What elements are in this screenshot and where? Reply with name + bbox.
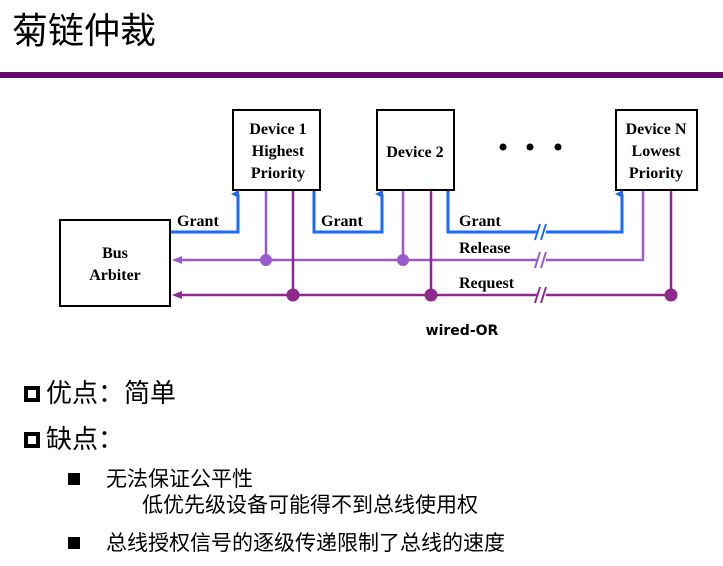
- ellipsis-dots: [499, 143, 562, 151]
- release-signal-line: [182, 191, 645, 262]
- pros-text: 优点：简单: [46, 379, 177, 409]
- device-n-box: Device N Lowest Priority: [615, 109, 698, 191]
- request-junction-dot: [424, 288, 438, 302]
- cons-subitem-text: 总线授权信号的逐级传递限制了总线的速度: [106, 531, 505, 555]
- cons-text: 缺点：: [46, 425, 125, 455]
- release-junction-dot: [260, 254, 272, 266]
- pros-item: 优点：简单: [24, 378, 176, 410]
- cons-item: 缺点：: [24, 424, 124, 456]
- release-label: Release: [459, 240, 511, 257]
- device-n-label-line2: Lowest: [632, 143, 682, 160]
- cons-subitem-detail: 低优先级设备可能得不到总线使用权: [142, 493, 478, 517]
- hollow-square-bullet-icon: [24, 432, 40, 448]
- filled-square-bullet-icon: [68, 473, 80, 485]
- request-label: Request: [459, 275, 515, 292]
- device-2-label: Device 2: [386, 144, 443, 161]
- hollow-square-bullet-icon: [24, 386, 40, 402]
- arbiter-label-line1: Bus: [102, 245, 128, 262]
- arbiter-label-line2: Arbiter: [89, 267, 141, 284]
- request-arrowhead: [172, 291, 182, 299]
- title-divider: [0, 72, 723, 78]
- cons-subitem: 无法保证公平性: [68, 466, 253, 492]
- wired-or-label: wired-OR: [426, 323, 499, 339]
- grant-label-1: Grant: [177, 213, 219, 230]
- request-junction-dot: [286, 288, 300, 302]
- cons-subitem-text: 无法保证公平性: [106, 467, 253, 491]
- request-signal-line: [182, 191, 673, 297]
- device-2-box: Device 2: [376, 109, 455, 191]
- grant-signal-line: [171, 190, 624, 234]
- device-1-label-line2: Highest: [252, 143, 305, 160]
- release-arrowhead: [172, 256, 182, 264]
- slide-title: 菊链仲裁: [12, 11, 157, 52]
- grant-label-2: Grant: [321, 213, 363, 230]
- request-junction-dot: [664, 288, 678, 302]
- device-n-label-line1: Device N: [626, 121, 687, 138]
- device-1-label-line3: Priority: [251, 165, 305, 182]
- cons-subitem: 总线授权信号的逐级传递限制了总线的速度: [68, 530, 505, 556]
- device-1-label-line1: Device 1: [249, 121, 306, 138]
- grant-label-3: Grant: [459, 213, 501, 230]
- line-break-marks: [534, 223, 547, 304]
- device-1-box: Device 1 Highest Priority: [232, 109, 321, 191]
- filled-square-bullet-icon: [68, 537, 80, 549]
- bus-arbiter-box: Bus Arbiter: [59, 219, 171, 307]
- release-junction-dot: [397, 254, 409, 266]
- device-n-label-line3: Priority: [629, 165, 683, 182]
